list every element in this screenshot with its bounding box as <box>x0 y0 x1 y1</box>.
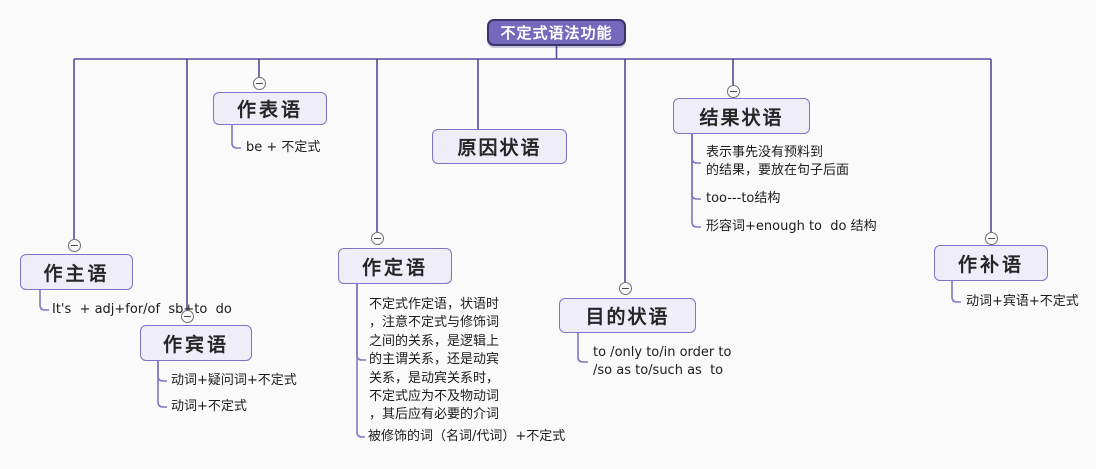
leaf-complement-formula[interactable]: 动词+宾语+不定式 <box>966 294 1079 309</box>
collapse-icon-subject[interactable] <box>67 239 81 252</box>
node-predicative[interactable]: 作表语 <box>213 92 327 125</box>
node-adverbial-purpose[interactable]: 目的状语 <box>559 298 696 333</box>
node-root[interactable]: 不定式语法功能 <box>487 19 626 46</box>
leaf-predicative-formula[interactable]: be + 不定式 <box>246 140 321 155</box>
leaf-object-formula-2[interactable]: 动词+不定式 <box>171 399 247 414</box>
leaf-object-formula-1[interactable]: 动词+疑问词+不定式 <box>171 373 297 388</box>
collapse-icon-object[interactable] <box>180 310 194 323</box>
node-subject[interactable]: 作主语 <box>20 254 133 290</box>
leaf-attributive-formula[interactable]: 被修饰的词（名词/代词）+不定式 <box>368 429 566 444</box>
collapse-icon-adverbial-result[interactable] <box>726 85 740 98</box>
leaf-attributive-note[interactable]: 不定式作定语，状语时 ，注意不定式与修饰词 之间的关系，是逻辑上 的主谓关系，还… <box>369 297 500 423</box>
leaf-result-formula-2[interactable]: 形容词+enough to do 结构 <box>706 219 877 234</box>
node-complement[interactable]: 作补语 <box>934 245 1048 281</box>
node-adverbial-result[interactable]: 结果状语 <box>673 98 810 134</box>
node-object[interactable]: 作宾语 <box>140 325 252 361</box>
node-adverbial-cause[interactable]: 原因状语 <box>432 129 567 164</box>
leaf-result-formula-1[interactable]: too---to结构 <box>706 191 781 206</box>
collapse-icon-predicative[interactable] <box>252 77 266 90</box>
leaf-subject-formula[interactable]: It's + adj+for/of sb+to do <box>52 302 232 317</box>
collapse-icon-adverbial-purpose[interactable] <box>618 282 632 295</box>
node-attributive[interactable]: 作定语 <box>338 248 452 284</box>
collapse-icon-complement[interactable] <box>984 232 998 245</box>
leaf-result-note[interactable]: 表示事先没有预料到 的结果，要放在句子后面 <box>706 145 850 178</box>
leaf-purpose-formula[interactable]: to /only to/in order to /so as to/such a… <box>593 345 732 378</box>
collapse-icon-attributive[interactable] <box>370 232 384 245</box>
